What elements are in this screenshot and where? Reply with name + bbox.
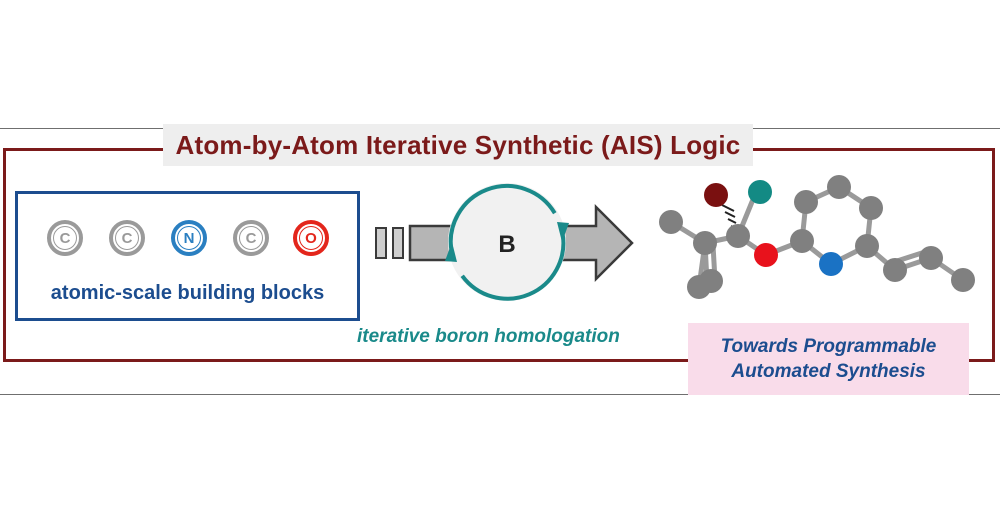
carbon-atom bbox=[883, 258, 907, 282]
atom-o: O bbox=[293, 220, 329, 256]
homologation-caption: iterative boron homologation bbox=[357, 326, 620, 347]
atom-symbol: N bbox=[177, 226, 201, 250]
atom-symbol: C bbox=[115, 226, 139, 250]
nitrogen-atom bbox=[819, 252, 843, 276]
carbon-atom bbox=[726, 224, 750, 248]
carbon-atom bbox=[693, 231, 717, 255]
target-line-2: Automated Synthesis bbox=[731, 361, 926, 382]
carbon-atom bbox=[687, 275, 711, 299]
carbon-atom bbox=[919, 246, 943, 270]
atoms bbox=[659, 175, 975, 299]
carbon-atom bbox=[951, 268, 975, 292]
carbon-atom bbox=[827, 175, 851, 199]
title: Atom-by-Atom Iterative Synthetic (AIS) L… bbox=[175, 129, 741, 160]
atom-n: N bbox=[171, 220, 207, 256]
building-blocks-panel: C C N C O atomic-scale building blocks bbox=[15, 191, 360, 321]
atom-c-1: C bbox=[47, 220, 83, 256]
target-banner: Towards Programmable Automated Synthesis bbox=[688, 323, 969, 395]
boron-label: B bbox=[498, 231, 515, 258]
target-line-1: Towards Programmable bbox=[720, 336, 937, 357]
teal-atom bbox=[748, 180, 772, 204]
homologation-cycle: B bbox=[445, 183, 569, 301]
oxygen-atom bbox=[754, 243, 778, 267]
atom-c-3: C bbox=[233, 220, 269, 256]
carbon-atom bbox=[859, 196, 883, 220]
bottom-rule bbox=[0, 394, 1000, 395]
atom-symbol: O bbox=[299, 226, 323, 250]
atom-c-2: C bbox=[109, 220, 145, 256]
atom-symbol: C bbox=[239, 226, 263, 250]
carbon-atom bbox=[790, 229, 814, 253]
title-banner: Atom-by-Atom Iterative Synthetic (AIS) L… bbox=[163, 124, 753, 166]
target-molecule bbox=[659, 175, 975, 299]
carbon-atom bbox=[855, 234, 879, 258]
building-blocks-label: atomic-scale building blocks bbox=[50, 282, 325, 304]
carbon-atom bbox=[659, 210, 683, 234]
dark-red-atom bbox=[704, 183, 728, 207]
carbon-atom bbox=[794, 190, 818, 214]
atom-symbol: C bbox=[53, 226, 77, 250]
